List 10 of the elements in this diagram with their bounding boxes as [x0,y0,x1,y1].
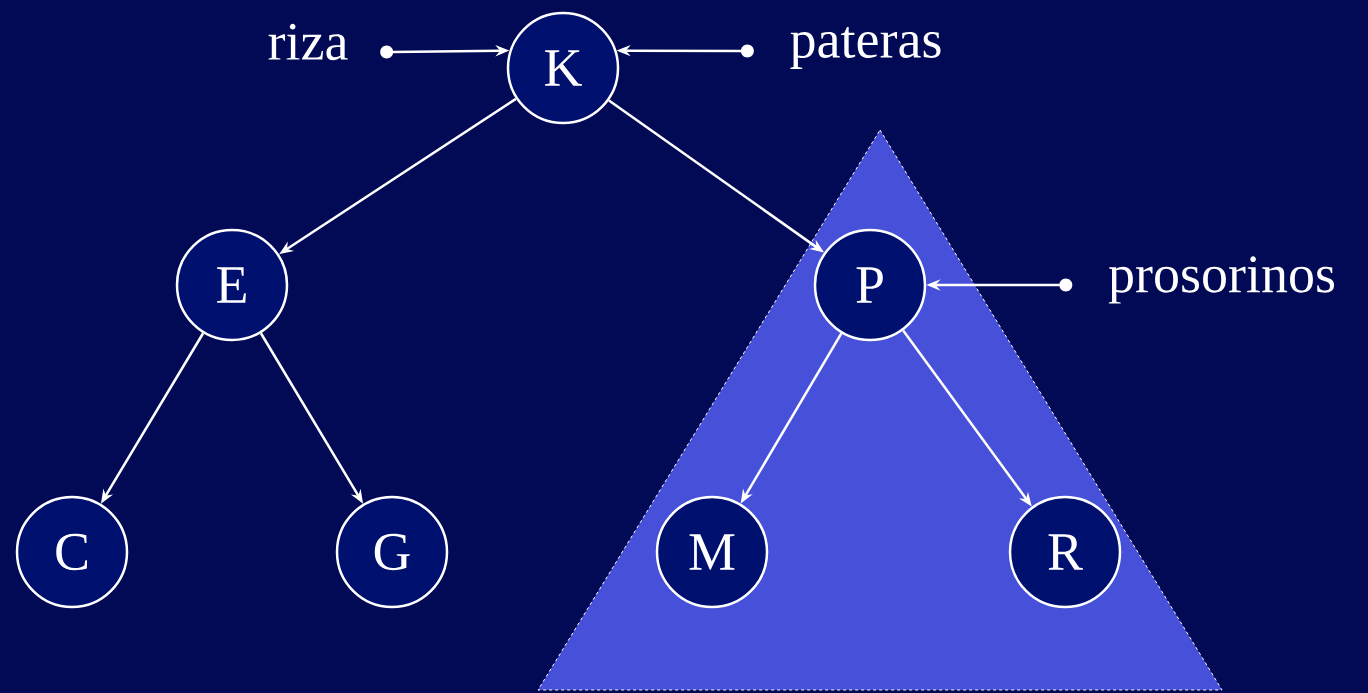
tree-node: C [15,495,129,609]
tree-node: R [1008,495,1122,609]
text-label: prosorinos [1059,256,1335,304]
tree-node: P [813,228,927,342]
text-label: pateras [740,27,941,69]
tree-node: E [175,228,289,342]
tree-node: M [655,495,769,609]
text-label: riza [268,23,394,61]
tree-node: G [335,495,449,609]
tree-node: K [506,11,620,125]
